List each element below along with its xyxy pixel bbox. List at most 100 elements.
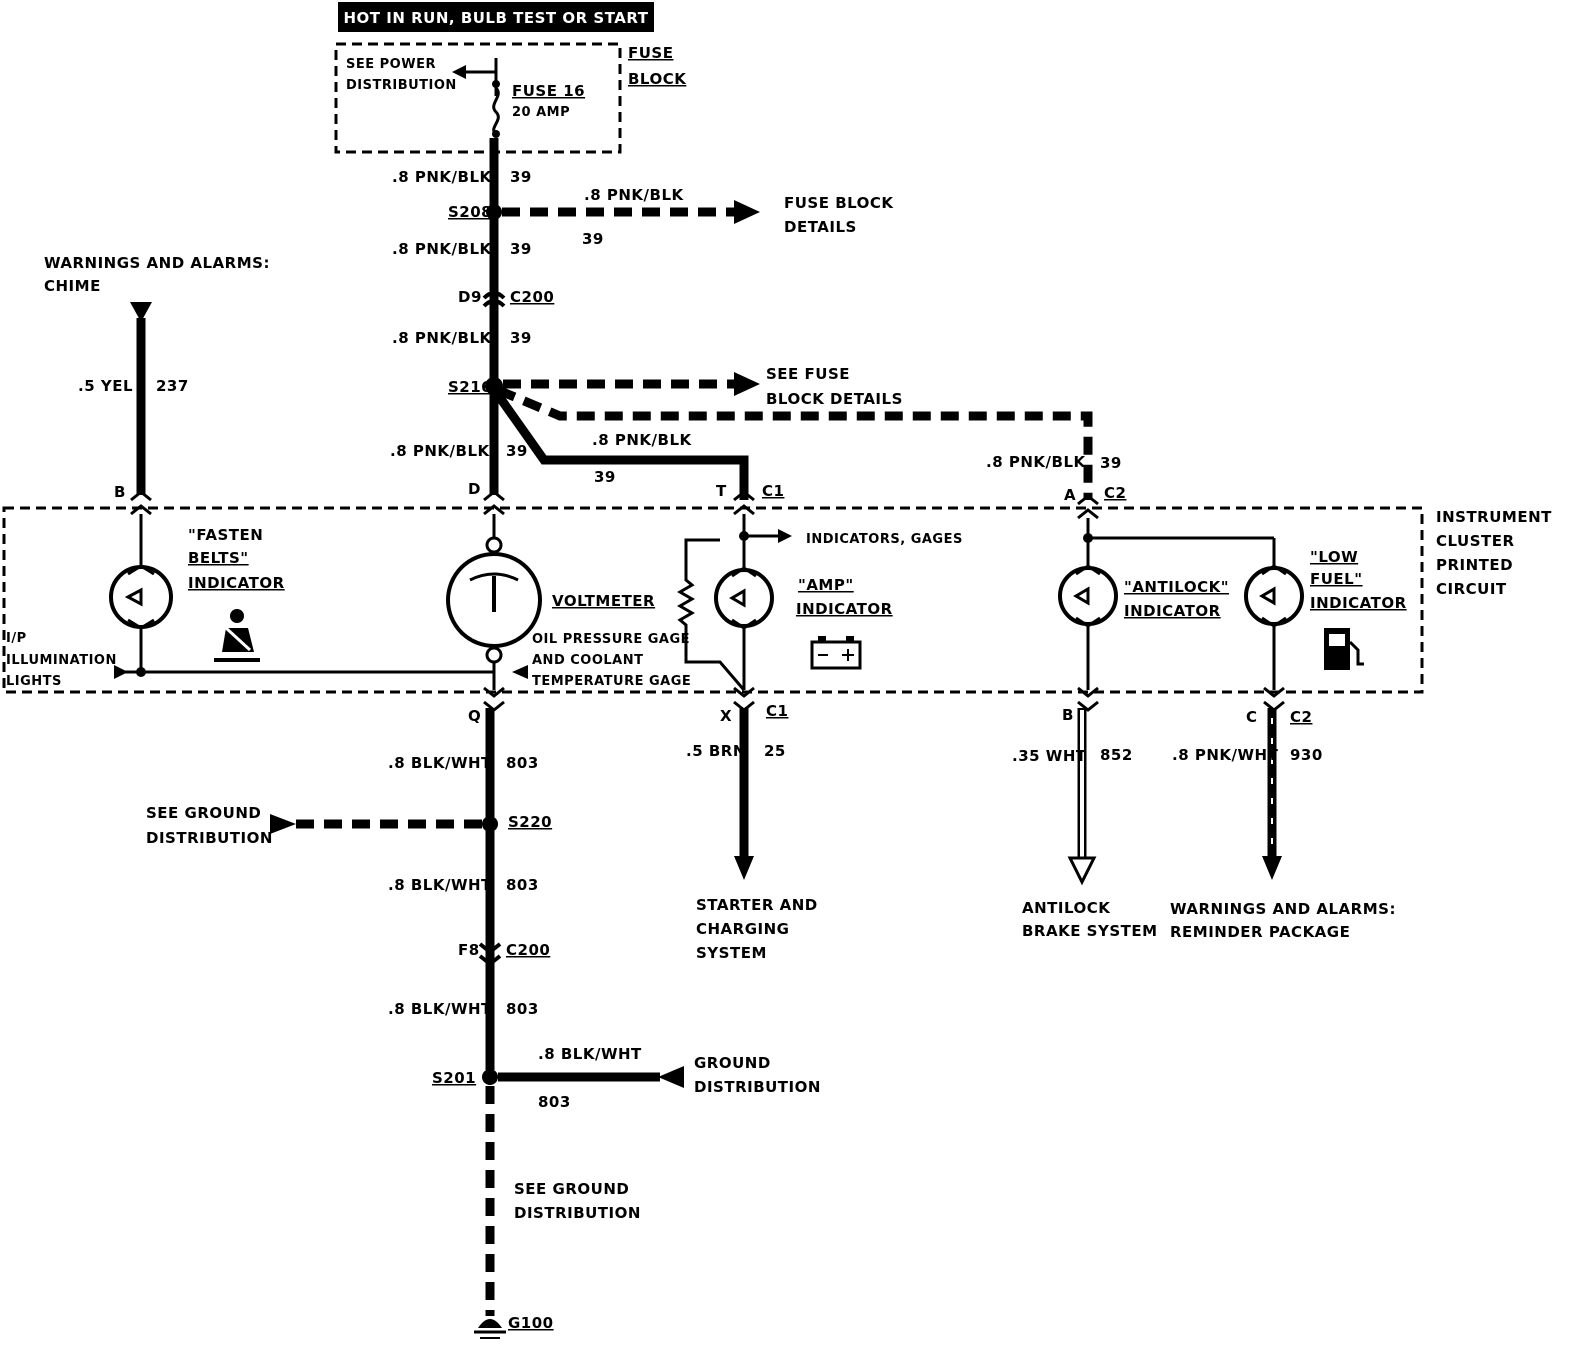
shunt-resistor	[677, 538, 746, 691]
diagram-label: B	[1062, 706, 1074, 724]
diagram-label: .8 PNK/BLK	[592, 431, 692, 449]
diagram-label: CLUSTER	[1436, 532, 1515, 550]
illumination-ref: I/P	[6, 631, 27, 646]
reminder-arrowhead	[1262, 856, 1282, 880]
diagram-label: REMINDER PACKAGE	[1170, 923, 1350, 941]
diagram-label: 39	[510, 329, 532, 347]
diagram-label: C	[1246, 708, 1258, 726]
indicators-gages-ref: INDICATORS, GAGES	[806, 532, 963, 547]
power-header-box	[338, 2, 654, 32]
see-fuse-details-2: BLOCK DETAILS	[766, 390, 903, 408]
voltmeter-label: VOLTMETER	[552, 592, 655, 610]
fasten-belts-label: "FASTEN	[188, 526, 263, 544]
starter-arrowhead	[734, 856, 754, 880]
diagram-label: .8 PNK/BLK	[392, 240, 492, 258]
low-fuel-label: "LOW	[1310, 548, 1358, 566]
connector-c200-label: C200	[510, 288, 554, 306]
fuse-block-label: FUSE	[628, 44, 673, 62]
diagram-label: .8 BLK/WHT	[538, 1045, 642, 1063]
antilock-indicator-bulb	[1058, 566, 1118, 626]
diagram-label: 39	[510, 240, 532, 258]
reminder-ref: WARNINGS AND ALARMS:	[1170, 900, 1396, 918]
fuel-pump-icon	[1324, 628, 1364, 670]
amp-indicator-bulb	[714, 568, 774, 628]
splice-s201	[482, 1069, 498, 1085]
diagram-label: INDICATOR	[1124, 602, 1221, 620]
diagram-label: .5 BRN	[686, 742, 746, 760]
see-ground-ref-2: SEE GROUND	[514, 1180, 629, 1198]
splice-s216-label: S216	[448, 378, 492, 396]
starter-ref: STARTER AND	[696, 896, 818, 914]
see-power-text: SEE POWER	[346, 57, 436, 72]
battery-icon	[810, 636, 862, 670]
diagram-label: .8 BLK/WHT	[388, 1000, 492, 1018]
chime-ref-2: CHIME	[44, 277, 101, 295]
diagram-label: 803	[506, 754, 539, 772]
diagram-label: 803	[506, 876, 539, 894]
diagram-label: CIRCUIT	[1436, 580, 1507, 598]
diagram-label: .5 YEL	[78, 377, 133, 395]
diagram-label: BELTS"	[188, 549, 249, 567]
wire-label: .8 PNK/BLK	[392, 168, 492, 186]
ground-dist-arrowhead	[658, 1066, 684, 1088]
ground-dist-ref: GROUND	[694, 1054, 771, 1072]
diagram-label: .8 BLK/WHT	[388, 754, 492, 772]
diagram-label: .8 BLK/WHT	[388, 876, 492, 894]
fuse-block-details-2: DETAILS	[784, 218, 857, 236]
fuse-icon	[492, 86, 500, 136]
fuse-block-details: FUSE BLOCK	[784, 194, 894, 212]
diagram-label: A	[1064, 486, 1076, 504]
diagram-label: T	[716, 482, 727, 500]
diagram-label: .8 PNK/BLK	[390, 442, 490, 460]
splice-s208-label: S208	[448, 203, 492, 221]
diagram-label: DISTRIBUTION	[146, 829, 273, 847]
diagram-label: .35 WHT	[1012, 747, 1087, 765]
diagram-label: DISTRIBUTION	[694, 1078, 821, 1096]
diagram-label: 39	[506, 442, 528, 460]
diagram-label: 852	[1100, 746, 1133, 764]
see-fuse-details: SEE FUSE	[766, 365, 850, 383]
connector-c200-top	[482, 291, 506, 300]
diagram-label: Q	[468, 707, 481, 725]
diagram-label: 237	[156, 377, 189, 395]
diagram-label: 39	[594, 468, 616, 486]
ground-ref-arrowhead	[270, 814, 296, 834]
diagram-label: 803	[506, 1000, 539, 1018]
see-ground-ref: SEE GROUND	[146, 804, 261, 822]
diagram-label: 39	[1100, 454, 1122, 472]
diagram-label: .8 PNK/BLK	[986, 453, 1086, 471]
diagram-label: FUEL"	[1310, 570, 1363, 588]
voltmeter-gauge	[446, 552, 542, 648]
diagram-label: B	[114, 483, 126, 501]
splice-s220	[482, 816, 498, 832]
chime-ref: WARNINGS AND ALARMS:	[44, 254, 270, 272]
power-header: HOT IN RUN, BULB TEST OR START	[344, 9, 649, 27]
diagram-label: SYSTEM	[696, 944, 767, 962]
splice-s201-label: S201	[432, 1069, 476, 1087]
diagram-label: C1	[762, 482, 784, 500]
diagram-label: 803	[538, 1093, 571, 1111]
amp-indicator-label: "AMP"	[798, 576, 854, 594]
diagram-label: C200	[506, 941, 550, 959]
diagram-label: C1	[766, 702, 788, 720]
seatbelt-icon	[214, 609, 260, 662]
cluster-label: INSTRUMENT	[1436, 508, 1552, 526]
diagram-label: PRINTED	[1436, 556, 1513, 574]
diagram-label: 39	[582, 230, 604, 248]
diagram-label: INDICATOR	[796, 600, 893, 618]
diagram-label: .8 PNK/BLK	[392, 329, 492, 347]
antilock-arrowhead	[1067, 856, 1097, 886]
diagram-label: INDICATOR	[188, 574, 285, 592]
splice-s208	[486, 204, 502, 220]
diagram-label: .8 PNK/WHT	[1172, 746, 1279, 764]
ground-icon	[474, 1319, 506, 1339]
fuse-rating: 20 AMP	[512, 105, 570, 120]
diagram-label: AND COOLANT	[532, 653, 644, 668]
diagram-label: C2	[1290, 708, 1312, 726]
diagram-label: D	[468, 480, 481, 498]
diagram-label: C2	[1104, 484, 1126, 502]
diagram-label: D9	[458, 288, 482, 306]
diagram-label: TEMPERATURE GAGE	[532, 674, 691, 689]
chime-arrowhead	[130, 302, 152, 322]
